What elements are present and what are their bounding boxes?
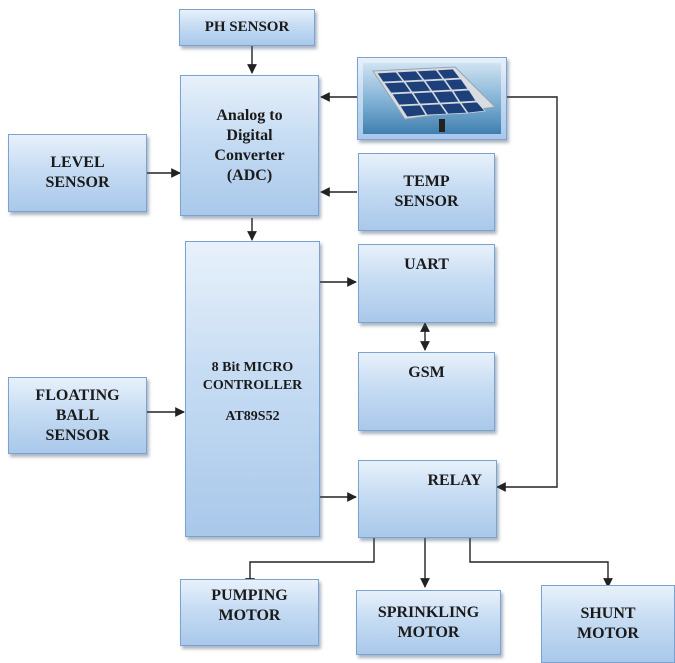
- ph-sensor-block: PH SENSOR: [179, 9, 315, 46]
- microcontroller-label-line-3: AT89S52: [225, 408, 279, 426]
- sprinkling-motor-label-line-1: SPRINKLING: [378, 603, 479, 623]
- gsm-block: GSM: [358, 352, 495, 431]
- ph-sensor-label: PH SENSOR: [205, 18, 290, 37]
- pumping-motor-block: PUMPING MOTOR: [180, 579, 319, 646]
- microcontroller-label-line-2: CONTROLLER: [203, 377, 303, 395]
- pumping-motor-label-line-1: PUMPING: [211, 586, 287, 606]
- adc-label-line-3: Converter: [214, 146, 284, 166]
- temp-sensor-label-line-2: SENSOR: [394, 192, 458, 212]
- arrow-solar-to-relay: [497, 97, 557, 487]
- uart-label: UART: [404, 255, 449, 275]
- sprinkling-motor-label-line-2: MOTOR: [398, 623, 460, 643]
- adc-label-line-2: Digital: [226, 126, 272, 146]
- temp-sensor-block: TEMP SENSOR: [358, 153, 495, 231]
- sprinkling-motor-block: SPRINKLING MOTOR: [356, 590, 501, 655]
- gsm-label: GSM: [408, 363, 444, 383]
- floating-ball-sensor-label-line-3: SENSOR: [45, 426, 109, 446]
- microcontroller-label-line-1: 8 Bit MICRO: [212, 359, 294, 377]
- level-sensor-label-line-2: SENSOR: [45, 173, 109, 193]
- shunt-motor-label-line-1: SHUNT: [580, 604, 635, 624]
- floating-ball-sensor-label-line-1: FLOATING: [35, 386, 119, 406]
- microcontroller-block: 8 Bit MICRO CONTROLLER AT89S52: [185, 241, 320, 537]
- floating-ball-sensor-block: FLOATING BALL SENSOR: [8, 377, 147, 454]
- pumping-motor-label-line-2: MOTOR: [219, 606, 281, 626]
- level-sensor-block: LEVEL SENSOR: [8, 134, 147, 212]
- adc-label-line-4: (ADC): [227, 166, 272, 186]
- arrow-relay-to-shunt: [470, 538, 608, 587]
- solar-panel-icon: [363, 63, 501, 134]
- floating-ball-sensor-label-line-2: BALL: [56, 406, 100, 426]
- level-sensor-label-line-1: LEVEL: [50, 153, 104, 173]
- shunt-motor-block: SHUNT MOTOR: [541, 585, 675, 663]
- uart-block: UART: [358, 244, 495, 323]
- relay-label: RELAY: [427, 471, 482, 491]
- temp-sensor-label-line-1: TEMP: [403, 172, 449, 192]
- adc-block: Analog to Digital Converter (ADC): [180, 75, 319, 216]
- solar-panel-block: [357, 57, 507, 140]
- shunt-motor-label-line-2: MOTOR: [577, 624, 639, 644]
- adc-label-line-1: Analog to: [216, 106, 282, 126]
- relay-block: RELAY: [358, 460, 497, 538]
